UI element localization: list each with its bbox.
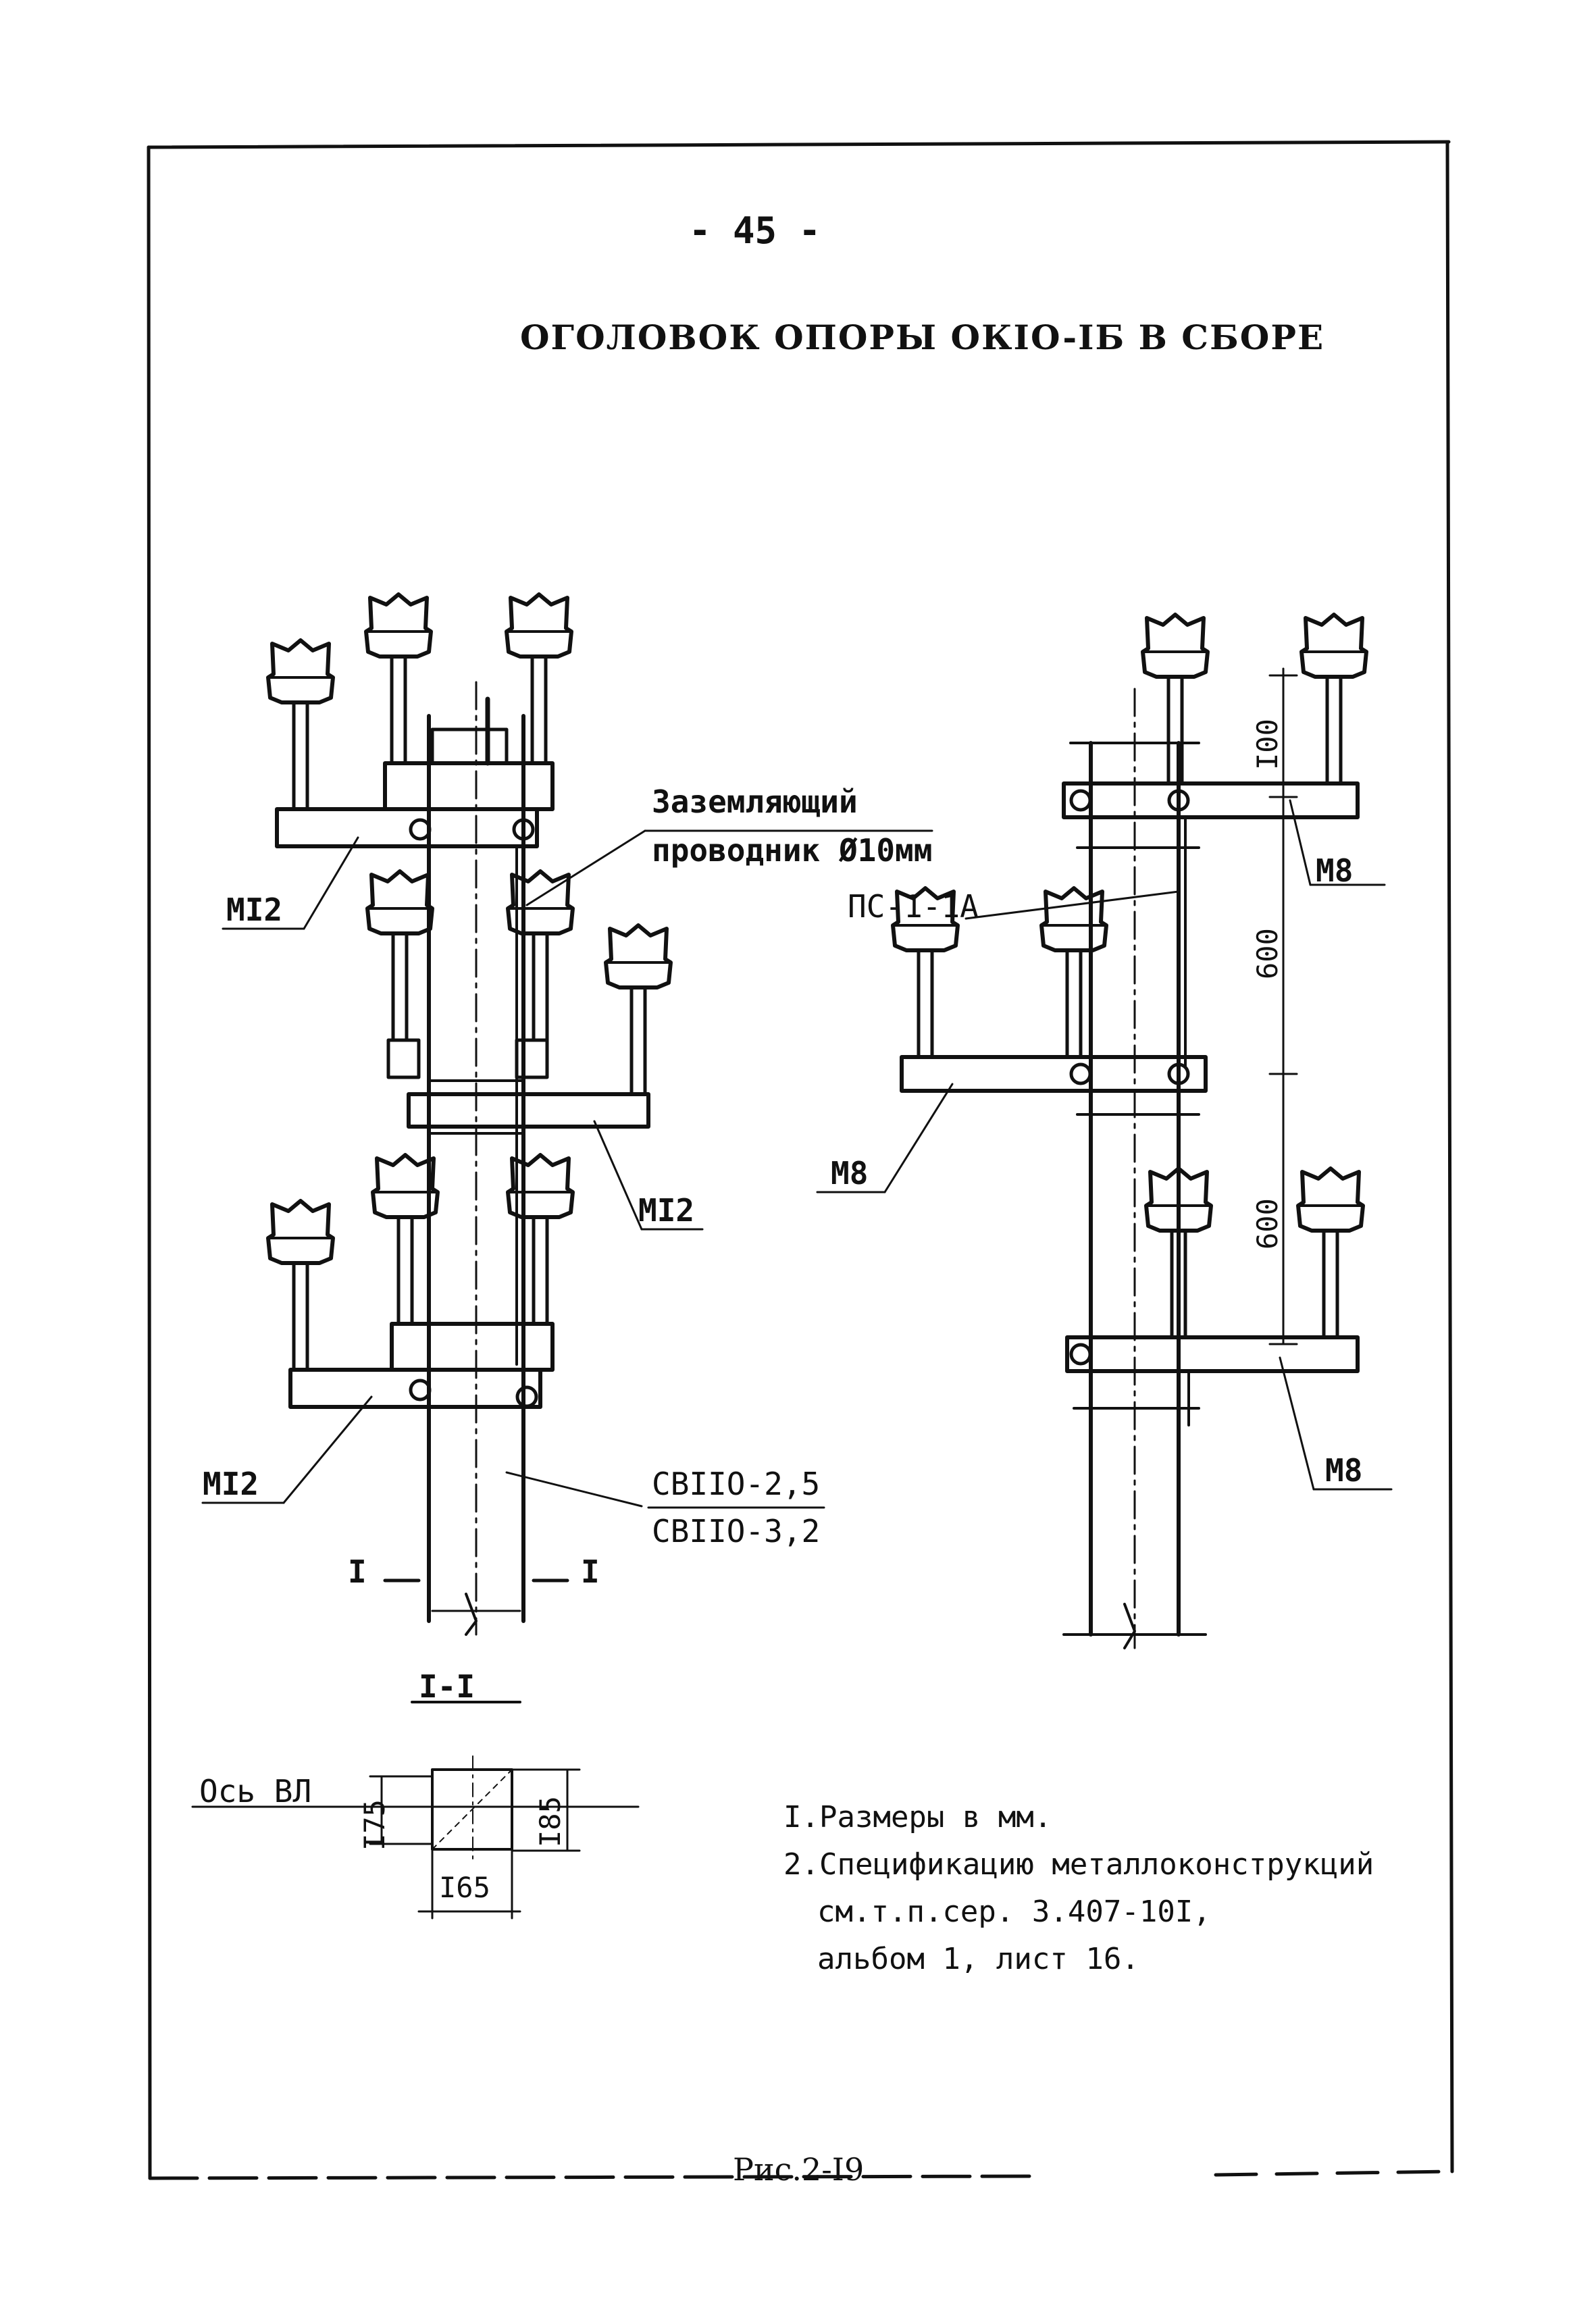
bolt-label-right-mid: M8 bbox=[831, 1155, 869, 1191]
section-mark-left: I bbox=[348, 1553, 367, 1590]
pole-type-line1: СВIIO-2,5 bbox=[652, 1466, 821, 1502]
section-view bbox=[191, 1701, 640, 1920]
section-dim-bottom: I65 bbox=[439, 1871, 490, 1904]
note-2-cont-1: см.т.п.сер. 3.407-10I, bbox=[817, 1895, 1211, 1929]
note-2-cont-2: альбом 1, лист 16. bbox=[817, 1942, 1139, 1976]
note-1: I.Размеры в мм. bbox=[783, 1800, 1052, 1834]
axis-label: Ось ВЛ bbox=[199, 1773, 312, 1809]
dimension-middle: 600 bbox=[1251, 928, 1284, 979]
page-frame bbox=[147, 140, 1454, 2180]
bolt-label-left-mid: MI2 bbox=[638, 1192, 695, 1229]
clamp-label: ПС-1-1А bbox=[848, 888, 979, 925]
grounding-label-line1: Заземляющий bbox=[652, 783, 858, 820]
left-pole-view bbox=[201, 594, 933, 1636]
bolt-label-right-top: M8 bbox=[1316, 852, 1354, 889]
dimension-top: I00 bbox=[1251, 719, 1284, 770]
pole-type-line2: СВIIO-3,2 bbox=[652, 1513, 821, 1549]
dimension-lower: 600 bbox=[1251, 1198, 1284, 1250]
figure-caption: Рис.2-I9 bbox=[733, 2151, 865, 2188]
bolt-label-left-bottom: MI2 bbox=[203, 1466, 259, 1502]
page-number: - 45 - bbox=[689, 209, 821, 252]
grounding-label-line2: проводник Ø10мм bbox=[652, 832, 933, 869]
section-dim-right: I85 bbox=[534, 1796, 567, 1847]
drawing-title: ОГОЛОВОК ОПОРЫ ОКIO-IБ В СБОРЕ bbox=[520, 317, 1325, 357]
right-pole-view bbox=[816, 615, 1393, 1649]
bolt-label-left-top: MI2 bbox=[226, 892, 283, 928]
section-dim-left: I75 bbox=[358, 1799, 391, 1851]
note-2: 2.Спецификацию металлоконструкций bbox=[783, 1847, 1374, 1882]
bolt-label-right-bottom: M8 bbox=[1325, 1452, 1363, 1489]
section-title: I-I bbox=[419, 1668, 475, 1705]
section-mark-right: I bbox=[581, 1553, 600, 1590]
